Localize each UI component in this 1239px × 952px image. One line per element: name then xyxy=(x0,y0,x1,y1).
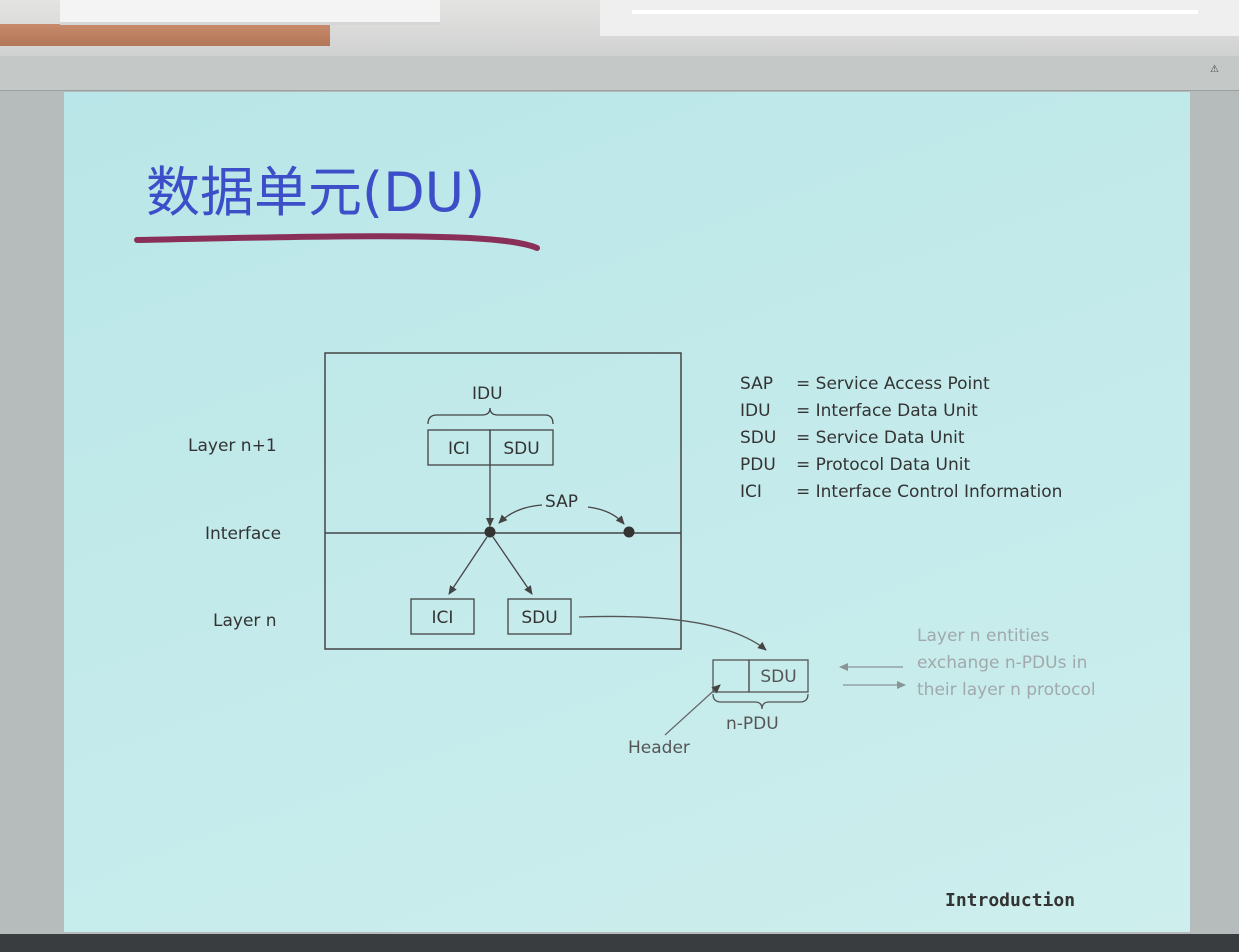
npdu-brace xyxy=(712,693,809,710)
slide-footer: Introduction xyxy=(945,890,1076,911)
legend-row-sap: SAP = Service Access Point xyxy=(740,374,990,394)
legend-abbr: PDU xyxy=(740,455,776,475)
arrow-to-sdu xyxy=(492,536,533,595)
legend-row-ici: ICI = Interface Control Information xyxy=(740,482,1062,502)
slide-title: 数据单元(DU) xyxy=(146,161,486,224)
legend-abbr: ICI xyxy=(740,482,762,502)
layer-n1-label: Layer n+1 xyxy=(188,436,277,456)
pdu-sdu-box xyxy=(748,659,809,693)
legend-abbr: SAP xyxy=(740,374,773,394)
ici-bottom-box xyxy=(410,598,475,635)
header-pointer xyxy=(664,684,721,736)
sap-label: SAP xyxy=(545,492,578,512)
protocol-note: Layer n entities exchange n-PDUs in thei… xyxy=(917,626,1096,700)
interface-label: Interface xyxy=(205,524,282,544)
projection-screen-top xyxy=(0,56,1239,91)
header-label: Header xyxy=(628,738,690,758)
sdu-bottom-text: SDU xyxy=(521,608,558,628)
light-strip xyxy=(632,10,1198,14)
pdu-sdu-text: SDU xyxy=(760,667,797,687)
bottom-bar xyxy=(0,934,1239,952)
legend-definition: = Interface Data Unit xyxy=(796,401,978,421)
sdu-top-text: SDU xyxy=(503,439,540,459)
legend-abbr: IDU xyxy=(740,401,771,421)
ceiling-light-right xyxy=(600,0,1239,36)
arrow-to-ici xyxy=(448,536,488,595)
ici-top-text: ICI xyxy=(448,439,470,459)
idu-label: IDU xyxy=(472,384,503,404)
sap-point-right xyxy=(623,526,635,538)
sap-arrow-right xyxy=(587,506,625,525)
sap-arrow-left xyxy=(498,504,543,524)
layer-n-label: Layer n xyxy=(213,611,277,631)
layer-box xyxy=(324,352,682,650)
sdu-top-box xyxy=(489,429,554,466)
sap-point-left xyxy=(484,526,496,538)
title-underline xyxy=(134,233,540,251)
sdu-bottom-box xyxy=(507,598,572,635)
ceiling-beam xyxy=(0,24,330,46)
legend-row-pdu: PDU = Protocol Data Unit xyxy=(740,455,970,475)
legend-definition: = Interface Control Information xyxy=(796,482,1063,502)
legend-definition: = Service Access Point xyxy=(796,374,990,394)
sdu-to-pdu-arrow xyxy=(578,615,767,651)
ici-bottom-text: ICI xyxy=(431,608,454,628)
legend-row-idu: IDU = Interface Data Unit xyxy=(740,401,978,421)
npdu-label: n-PDU xyxy=(726,714,779,734)
corner-icon: ⚠ xyxy=(1210,64,1219,75)
legend-definition: = Service Data Unit xyxy=(796,428,965,448)
slide xyxy=(64,92,1190,932)
legend-definition: = Protocol Data Unit xyxy=(796,455,971,475)
idu-brace xyxy=(427,407,554,425)
legend-row-sdu: SDU = Service Data Unit xyxy=(740,428,964,448)
ceiling-light xyxy=(60,0,440,25)
legend-abbr: SDU xyxy=(740,428,777,448)
